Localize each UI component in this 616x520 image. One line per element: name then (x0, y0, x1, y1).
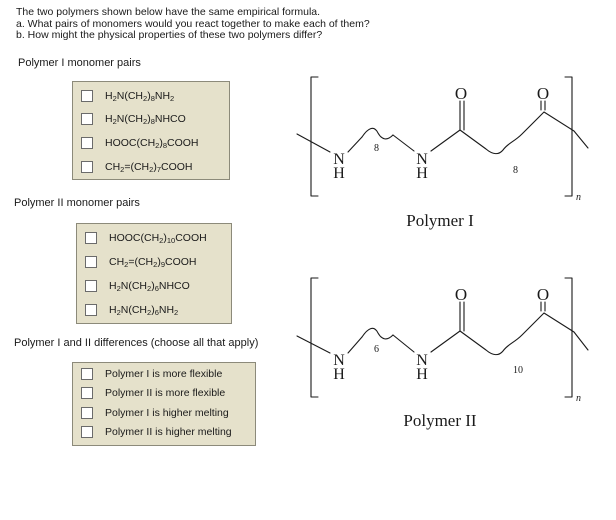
option-label: Polymer II is higher melting (105, 426, 232, 438)
polymer-2-oxygen-label: O (537, 285, 549, 304)
polymer-2-options-box: HOOC(CH2)10COOH CH2=(CH2)9COOH H2N(CH2)6… (76, 223, 232, 324)
option-label: Polymer I is higher melting (105, 407, 229, 419)
polymer-1-carbonyl-bond (540, 100, 546, 111)
polymer-2-chain-bond (361, 327, 394, 340)
polymer-2-hydrogen-label: H (333, 366, 345, 383)
polymer-1-oxygen-label: O (537, 84, 549, 103)
polymer-2-bond (296, 335, 363, 354)
polymer-1-options-box: H2N(CH2)8NH2 H2N(CH2)8NHCO HOOC(CH2)8COO… (72, 81, 230, 180)
question-text: The two polymers shown below have the sa… (16, 6, 370, 42)
polymer-1-nitrogen-label: N (416, 151, 428, 168)
question-line-3: b. How might the physical properties of … (16, 29, 323, 41)
checkbox[interactable] (81, 387, 93, 399)
polymer-1-chain-bond (361, 127, 394, 140)
option-row[interactable]: CH2=(CH2)9COOH (85, 255, 196, 269)
checkbox[interactable] (81, 137, 93, 149)
polymer-2-repeat-label: n (576, 393, 581, 404)
option-row[interactable]: Polymer I is higher melting (81, 406, 229, 420)
polymer-1-carbonyl-bond (459, 100, 465, 131)
polymer-2-hydrogen-label: H (416, 366, 428, 383)
polymer-1-repeat-label: n (576, 192, 581, 203)
polymer-2-carbonyl-bond (459, 301, 465, 332)
section-title-polymer-1-pairs: Polymer I monomer pairs (18, 57, 141, 69)
differences-options-box: Polymer I is more flexible Polymer II is… (72, 362, 256, 446)
polymer-2-nitrogen-label: N (333, 352, 345, 369)
polymer-1-bond (296, 133, 363, 153)
option-row[interactable]: HOOC(CH2)8COOH (81, 136, 199, 150)
checkbox[interactable] (81, 161, 93, 173)
question-line-2: a. What pairs of monomers would you reac… (16, 17, 370, 30)
option-label: H2N(CH2)6NHCO (109, 280, 190, 293)
section-title-differences: Polymer I and II differences (choose all… (14, 337, 259, 349)
polymer-1-name: Polymer I (406, 211, 474, 230)
polymer-2-bracket-right (564, 277, 573, 398)
option-label: HOOC(CH2)8COOH (105, 137, 199, 150)
polymer-2-structure (296, 277, 589, 398)
section-title-polymer-2-pairs: Polymer II monomer pairs (14, 197, 140, 209)
checkbox[interactable] (81, 113, 93, 125)
checkbox[interactable] (81, 426, 93, 438)
polymer-2-carbonyl-bond (540, 301, 546, 312)
checkbox[interactable] (85, 304, 97, 316)
polymer-1-nitrogen-label: N (333, 151, 345, 168)
option-row[interactable]: H2N(CH2)6NHCO (85, 279, 190, 293)
option-label: H2N(CH2)8NHCO (105, 113, 186, 126)
polymer-2-name: Polymer II (403, 411, 477, 430)
polymer-1-chain-length-b: 8 (513, 165, 518, 176)
option-label: H2N(CH2)8NH2 (105, 90, 175, 103)
option-label: Polymer II is more flexible (105, 387, 226, 399)
polymer-1-structure (296, 76, 589, 197)
polymer-1-bracket-right (564, 76, 573, 197)
option-row[interactable]: Polymer II is higher melting (81, 425, 232, 439)
checkbox[interactable] (85, 280, 97, 292)
checkbox[interactable] (81, 368, 93, 380)
polymer-2-nitrogen-label: N (416, 352, 428, 369)
polymer-2-bracket-left (310, 277, 319, 398)
option-row[interactable]: Polymer I is more flexible (81, 367, 222, 381)
polymer-2-chain-length-b: 10 (513, 365, 523, 376)
polymer-1-bracket-left (310, 76, 319, 197)
option-row[interactable]: HOOC(CH2)10COOH (85, 231, 207, 245)
option-row[interactable]: H2N(CH2)8NHCO (81, 112, 186, 126)
checkbox[interactable] (81, 407, 93, 419)
option-label: Polymer I is more flexible (105, 368, 223, 380)
checkbox[interactable] (85, 232, 97, 244)
polymer-2-chain-length-a: 6 (374, 344, 379, 355)
option-row[interactable]: CH2=(CH2)7COOH (81, 160, 192, 174)
question-line-1: The two polymers shown below have the sa… (16, 6, 321, 18)
checkbox[interactable] (85, 256, 97, 268)
option-row[interactable]: Polymer II is more flexible (81, 386, 225, 400)
option-label: H2N(CH2)6NH2 (109, 304, 179, 317)
option-row[interactable]: H2N(CH2)8NH2 (81, 89, 174, 103)
polymer-1-oxygen-label: O (455, 84, 467, 103)
option-label: CH2=(CH2)7COOH (105, 161, 193, 174)
polymer-1-bond (392, 111, 589, 155)
polymer-2-bond (392, 312, 589, 356)
polymer-1-hydrogen-label: H (416, 165, 428, 182)
option-row[interactable]: H2N(CH2)6NH2 (85, 303, 178, 317)
polymer-1-chain-length-a: 8 (374, 143, 379, 154)
polymer-1-hydrogen-label: H (333, 165, 345, 182)
checkbox[interactable] (81, 90, 93, 102)
option-label: HOOC(CH2)10COOH (109, 232, 207, 245)
option-label: CH2=(CH2)9COOH (109, 256, 197, 269)
polymer-2-oxygen-label: O (455, 285, 467, 304)
